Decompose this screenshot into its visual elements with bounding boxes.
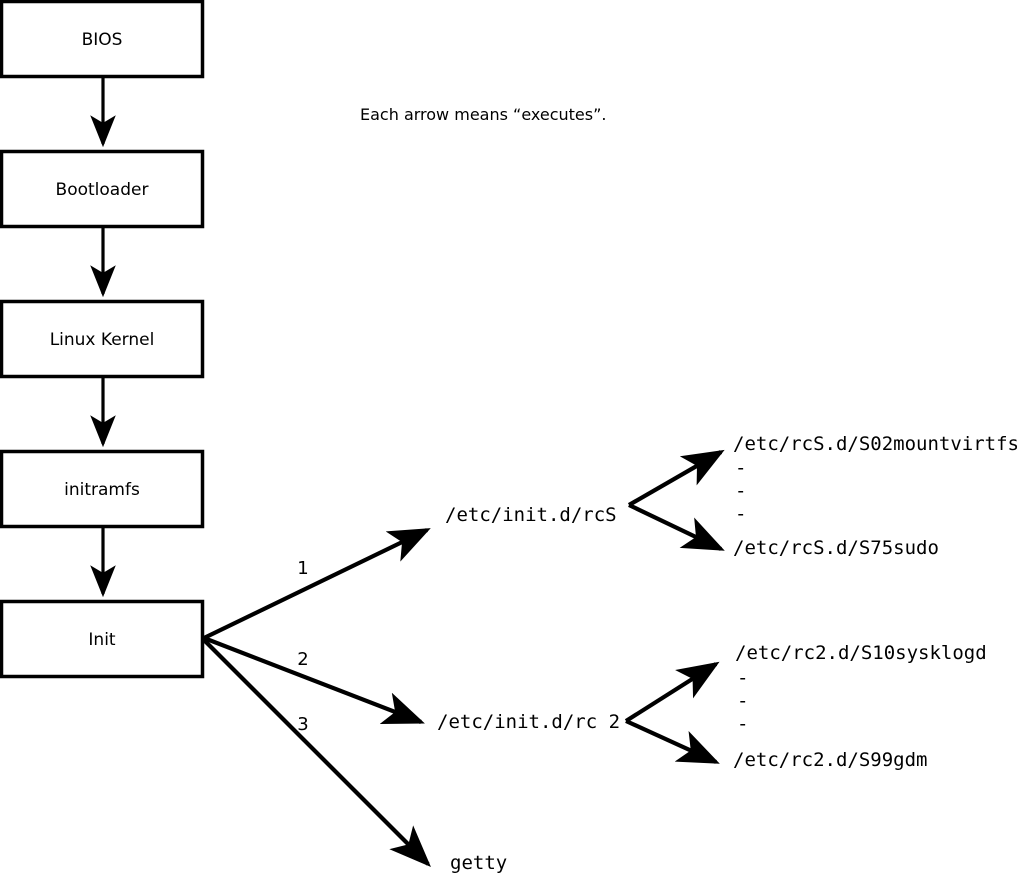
- arrow-rc2-to-first-script: [624, 661, 720, 723]
- label-rcs-first-script[interactable]: /etc/rcS.d/S02mountvirtfs: [733, 433, 1019, 455]
- label-etc-initd-rcs[interactable]: /etc/init.d/rcS: [445, 504, 617, 526]
- node-linux-kernel-rect: [0, 299, 205, 379]
- arrow-init-to-rcs: [203, 528, 431, 640]
- node-init[interactable]: Init: [0, 599, 205, 679]
- arrow-init-to-getty: [202, 638, 431, 867]
- node-initramfs-label: initramfs: [64, 480, 140, 500]
- arrow-rcs-to-last-script: [628, 503, 725, 551]
- node-initramfs[interactable]: initramfs: [0, 449, 205, 529]
- node-bios[interactable]: BIOS: [0, 0, 205, 79]
- arrow-init-to-rc2: [203, 636, 425, 725]
- node-initramfs-rect: [0, 449, 205, 529]
- rcs-ellipsis-dash-2: -: [735, 480, 746, 502]
- rc2-ellipsis-dash-2: -: [737, 690, 748, 712]
- arrow-rc2-to-last-script: [625, 719, 720, 764]
- label-rc2-last-script[interactable]: /etc/rc2.d/S99gdm: [733, 749, 927, 771]
- rc2-ellipsis-dash-1: -: [737, 667, 748, 689]
- node-init-rect: [0, 599, 205, 679]
- legend-note: Each arrow means “executes”.: [360, 105, 606, 124]
- label-etc-initd-rc2[interactable]: /etc/init.d/rc 2: [437, 711, 620, 733]
- rcs-ellipsis-dash-3: -: [735, 503, 746, 525]
- node-bios-label: BIOS: [82, 30, 123, 50]
- node-init-label: Init: [88, 630, 116, 650]
- node-linux-kernel[interactable]: Linux Kernel: [0, 299, 205, 379]
- branch-number-2: 2: [297, 649, 308, 670]
- rc2-ellipsis-dash-3: -: [737, 713, 748, 735]
- label-rc2-first-script[interactable]: /etc/rc2.d/S10sysklogd: [735, 642, 987, 664]
- node-bios-rect: [0, 0, 205, 79]
- label-rcs-last-script[interactable]: /etc/rcS.d/S75sudo: [733, 537, 939, 559]
- rcs-ellipsis-dash-1: -: [735, 457, 746, 479]
- arrow-rcs-to-first-script: [627, 449, 725, 507]
- node-linux-kernel-label: Linux Kernel: [50, 330, 155, 350]
- branch-number-1: 1: [297, 558, 308, 579]
- node-bootloader[interactable]: Bootloader: [0, 149, 205, 229]
- node-bootloader-label: Bootloader: [56, 180, 149, 200]
- label-getty[interactable]: getty: [450, 852, 507, 874]
- node-bootloader-rect: [0, 149, 205, 229]
- branch-number-3: 3: [297, 714, 308, 735]
